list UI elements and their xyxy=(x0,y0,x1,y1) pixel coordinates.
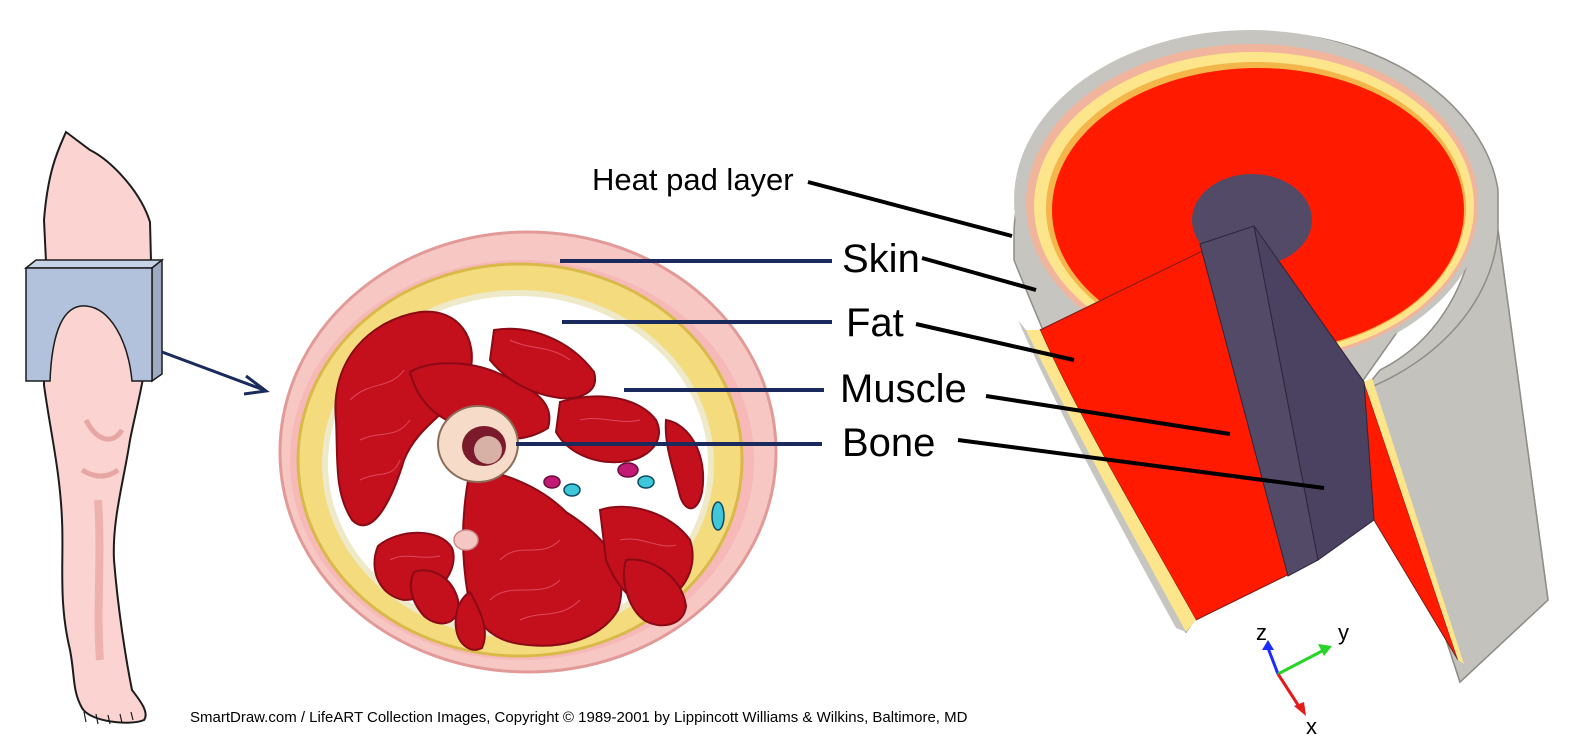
z-axis-line xyxy=(1268,648,1278,674)
axis-y-label: y xyxy=(1338,620,1349,645)
label-bone: Bone xyxy=(842,421,935,465)
leg-illustration xyxy=(44,132,152,724)
femur-bone xyxy=(438,406,518,482)
label-muscle: Muscle xyxy=(840,367,967,411)
label-fat: Fat xyxy=(846,301,904,345)
shin-shading xyxy=(98,500,100,660)
thigh-cross-section xyxy=(280,232,832,672)
image-credit: SmartDraw.com / LifeART Collection Image… xyxy=(190,709,968,726)
zoom-arrow xyxy=(162,352,266,394)
y-axis-line xyxy=(1278,650,1324,674)
x-axis-line xyxy=(1278,674,1300,708)
cylinder-model xyxy=(808,30,1548,682)
label-heat-pad-layer: Heat pad layer xyxy=(592,162,794,197)
label-skin: Skin xyxy=(842,237,920,281)
axis-triad: z y x xyxy=(1256,620,1349,737)
axis-x-label: x xyxy=(1306,714,1317,737)
axis-z-label: z xyxy=(1256,620,1267,645)
